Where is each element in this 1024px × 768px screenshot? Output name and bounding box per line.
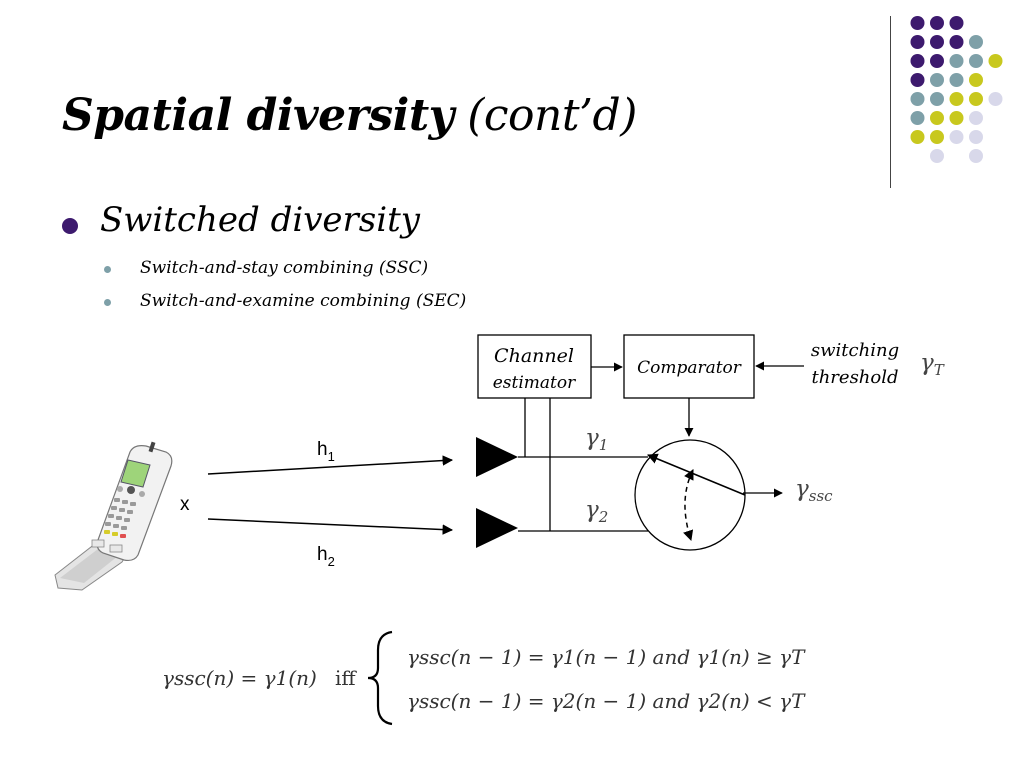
decorative-dot xyxy=(930,111,944,125)
decorative-dot xyxy=(969,111,983,125)
decorative-dot xyxy=(949,130,964,144)
comparator-box xyxy=(623,334,755,399)
switching-threshold-label-2: threshold xyxy=(811,367,898,388)
decorative-dot xyxy=(949,54,964,68)
antenna-1-icon xyxy=(476,437,518,477)
formula-case-1: γssc(n − 1) = γ1(n − 1) and γ1(n) ≥ γT xyxy=(407,645,806,669)
decorative-dot xyxy=(930,73,944,87)
decorative-dot xyxy=(969,35,983,49)
formula-brace xyxy=(367,630,393,726)
gamma-1-label: γ1 xyxy=(585,425,608,454)
header-divider xyxy=(890,16,891,188)
slide-title-bold: Spatial diversity xyxy=(62,90,454,141)
decorative-dot-grid xyxy=(910,16,1003,163)
gamma-ssc-label: γssc xyxy=(795,476,833,505)
bullet-dot xyxy=(62,218,78,234)
gamma-2-label: γ2 xyxy=(585,497,608,526)
antenna-2-icon xyxy=(476,508,518,548)
mobile-phone-icon xyxy=(54,441,173,591)
ssc-formula: γssc(n) = γ1(n) iff γssc(n − 1) = γ1(n −… xyxy=(162,630,806,726)
channel-h2-label: h2 xyxy=(317,544,335,569)
channel-h1-label: h1 xyxy=(317,439,335,464)
decorative-dot xyxy=(949,35,964,49)
bullet-main-text: Switched diversity xyxy=(100,200,420,240)
slide-title-rest: (cont’d) xyxy=(467,90,637,141)
decorative-dot xyxy=(949,111,964,125)
slide-title: Spatial diversity (cont’d) xyxy=(62,90,637,141)
decorative-dot xyxy=(969,73,983,87)
decorative-dot xyxy=(910,111,925,125)
decorative-dot xyxy=(988,92,1003,106)
decorative-dot xyxy=(910,92,925,106)
bullet-sub-dot xyxy=(104,266,111,273)
decorative-dot xyxy=(949,73,964,87)
decorative-dot xyxy=(930,54,944,68)
decorative-dot xyxy=(969,54,983,68)
decorative-dot xyxy=(930,130,944,144)
decorative-dot xyxy=(910,35,925,49)
switch-arm xyxy=(647,453,746,496)
decorative-dot xyxy=(949,92,964,106)
bullet-sub-ssc-text: Switch-and-stay combining (SSC) xyxy=(140,258,429,278)
decorative-dot xyxy=(969,149,983,163)
decorative-dot xyxy=(949,16,964,30)
decorative-dot xyxy=(969,92,983,106)
channel-estimator-label-1: Channel xyxy=(494,345,574,367)
switch-toggle-arrow xyxy=(683,469,694,541)
bullet-sub-sec-text: Switch-and-examine combining (SEC) xyxy=(140,291,467,311)
gamma-T-label: γT xyxy=(920,350,945,379)
channel-estimator-box xyxy=(477,334,592,399)
decorative-dot xyxy=(930,92,944,106)
ssc-block-diagram: x h1 h2 Channel estimator Comparator swi… xyxy=(54,334,945,591)
decorative-dot xyxy=(930,149,944,163)
formula-iff: iff xyxy=(335,666,357,690)
decorative-dot xyxy=(910,16,925,30)
switching-threshold-label-1: switching xyxy=(811,340,899,361)
bullet-sub-dot xyxy=(104,299,111,306)
channel-estimator-label-2: estimator xyxy=(493,373,576,393)
comparator-label: Comparator xyxy=(637,358,742,378)
decorative-dot xyxy=(910,54,925,68)
decorative-dot xyxy=(988,54,1003,68)
transmit-signal-label: x xyxy=(180,494,190,515)
decorative-dot xyxy=(910,73,925,87)
decorative-dot xyxy=(969,130,983,144)
decorative-dot xyxy=(930,35,944,49)
formula-case-2: γssc(n − 1) = γ2(n − 1) and γ2(n) < γT xyxy=(407,689,806,713)
formula-lhs: γssc(n) = γ1(n) xyxy=(162,666,317,690)
decorative-dot xyxy=(930,16,944,30)
decorative-dot xyxy=(910,130,925,144)
